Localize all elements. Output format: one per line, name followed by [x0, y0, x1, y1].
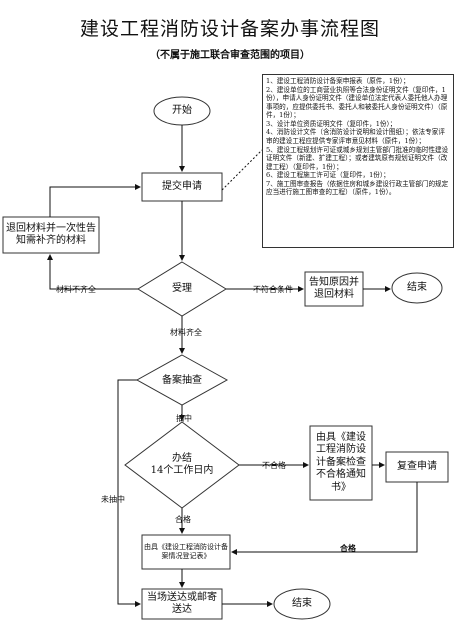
edge-label-materials-complete: 材料齐全 — [170, 328, 202, 337]
edge-label-qualified-review: 合格 — [340, 543, 356, 553]
end2-terminal-shape — [273, 588, 331, 620]
deliver-node: 当场送达或邮寄送达 — [147, 591, 217, 616]
note-item: 2、建设单位的工商营业执照等合法身份证明文件（复印件，1份），申请人身份证明文件… — [266, 85, 448, 120]
unqualified-notice-node: 由具《建设工程消防设计备案检查不合格通知书》 — [316, 431, 366, 493]
review-apply-node: 复查申请 — [397, 460, 437, 472]
required-documents-note: 1、建设工程消防设计备案申报表（原件，1份）； 2、建设单位的工商营业执照等合法… — [262, 74, 454, 248]
note-item: 3、设计单位资质证明文件（复印件，1份）； — [266, 119, 397, 128]
edge-label-qualified: 合格 — [175, 515, 191, 524]
note-item: 1、建设工程消防设计备案申报表（原件，1份）； — [266, 77, 410, 85]
page-title: 建设工程消防设计备案办事流程图 — [79, 18, 380, 40]
notify-reason-node: 告知原因并退回材料 — [309, 276, 359, 301]
handle-node: 办结 14个工作日内 — [150, 452, 214, 477]
edge-label-not-selected: 未抽中 — [101, 495, 125, 504]
spot-check-node: 备案抽查 — [162, 374, 202, 386]
submit-node: 提交申请 — [162, 180, 202, 192]
start-node: 开始 — [172, 104, 192, 116]
issue-record-node: 由具《建设工程消防设计备案情况登记表》 — [144, 543, 228, 560]
deliver-shape — [141, 588, 223, 620]
note-item: 6、建设工程施工许可证（复印件，1份）； — [266, 171, 390, 180]
note-item: 5、建设工程规划许可证或城乡规划主管部门批准的临时性建设证明文件（新建、扩建工程… — [266, 145, 449, 171]
edge-label-selected: 抽中 — [176, 414, 192, 423]
return-materials-node: 退回材料并一次性告知需补齐的材料 — [6, 222, 96, 247]
notify-reason-shape — [304, 271, 364, 307]
page-subtitle: （不属于施工联合审查范围的项目） — [150, 50, 310, 61]
submit-process-shape — [141, 172, 223, 202]
issue-record-shape — [141, 534, 231, 570]
end1-node: 结束 — [407, 281, 427, 293]
accept-node: 受理 — [172, 282, 192, 294]
edge-label-unqualified: 不合格 — [262, 461, 286, 470]
edge-label-materials-incomplete: 材料不齐全 — [56, 285, 96, 294]
end2-node: 结束 — [292, 597, 312, 609]
unqualified-notice-shape — [309, 425, 373, 501]
end1-terminal-shape — [391, 272, 443, 304]
review-apply-shape — [385, 451, 449, 483]
note-item: 7、施工图审查报告（依据住房和城乡建设行政主管部门的规定应当进行施工图审查的工程… — [266, 179, 449, 197]
edge-label-not-meet: 不符合条件 — [253, 285, 293, 294]
note-item: 4、消防设计文件（含消防设计说明和设计图纸）；依法专家评审的建设工程应提供专家评… — [266, 128, 445, 145]
return-materials-shape — [2, 216, 100, 254]
